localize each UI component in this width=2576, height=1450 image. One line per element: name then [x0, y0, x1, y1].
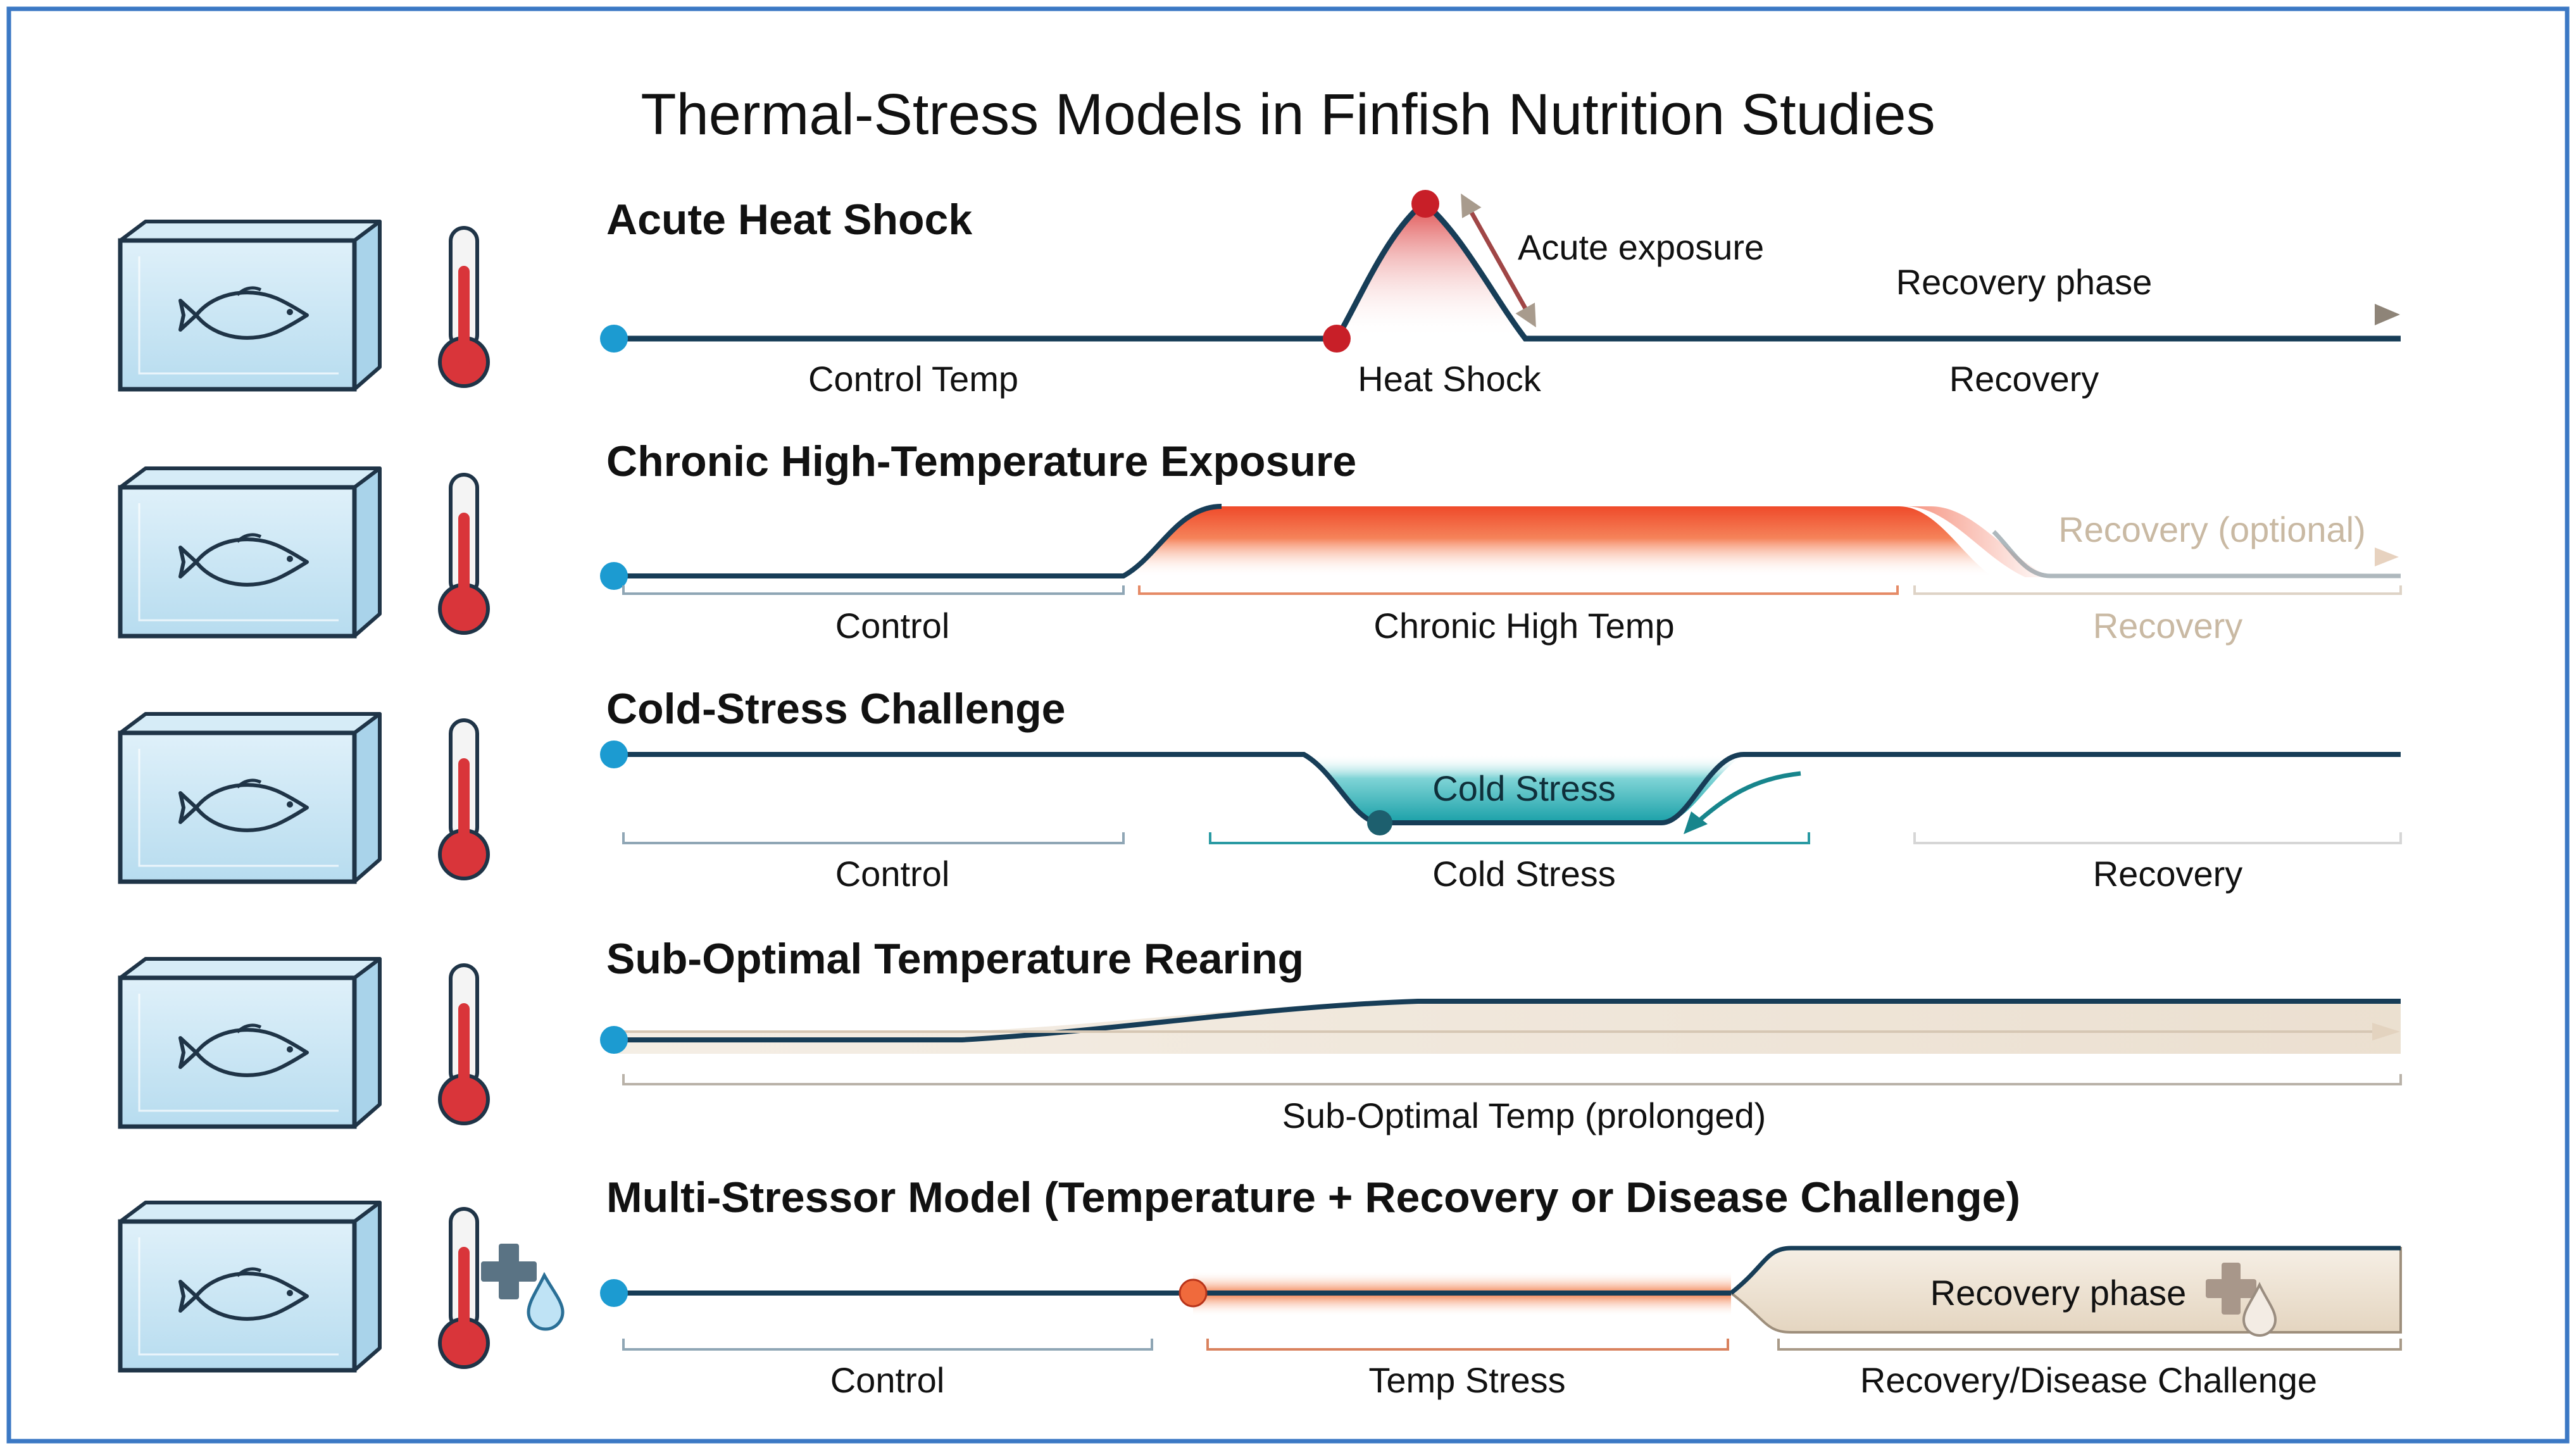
chronic-fade-tail: [1905, 506, 2051, 577]
aquarium-tank-with-fish-icon: [118, 220, 382, 392]
temperature-line: [614, 999, 2401, 1042]
baseline-arrowhead: [2372, 1023, 2400, 1041]
heat-shock-peak-point: [1411, 190, 1439, 218]
cold-return-arrowhead: [1684, 811, 1708, 834]
recovery-label: Recovery: [2093, 606, 2243, 646]
acute-exposure-arrow: [1461, 193, 1536, 328]
row-heading: Acute Heat Shock: [606, 196, 972, 244]
row-multi-stressor: Multi-Stressor Model (Temperature + Reco…: [600, 1173, 2402, 1400]
chronic-bracket: [1138, 585, 1899, 595]
start-point: [600, 325, 628, 353]
aquarium-tank-with-fish-icon: [118, 957, 382, 1129]
medical-cross-and-drop-icon: [481, 1244, 565, 1331]
icon-column: [118, 220, 565, 1373]
control-label: Control: [830, 1360, 945, 1400]
thermometer-icon: [438, 226, 490, 388]
recovery-phase-band-label: Recovery phase: [1930, 1273, 2187, 1313]
diagram-title: Thermal-Stress Models in Finfish Nutriti…: [641, 82, 1935, 147]
water-drop-icon: [2242, 1282, 2277, 1337]
temperature-line: [614, 504, 1222, 578]
acute-exposure-label: Acute exposure: [1518, 227, 1764, 267]
thermometer-icon: [438, 718, 490, 880]
temp-stress-start-point: [1179, 1278, 1208, 1308]
cold-stress-bracket: [1209, 832, 1810, 844]
heat-shock-start-point: [1323, 325, 1351, 353]
recovery-label: Recovery: [1949, 359, 2099, 399]
row-heading: Sub-Optimal Temperature Rearing: [606, 935, 1304, 983]
control-temp-label: Control Temp: [808, 359, 1018, 399]
control-bracket: [622, 1339, 1153, 1351]
aquarium-tank-with-fish-icon: [118, 1201, 382, 1373]
cold-return-arrow: [1691, 771, 1801, 828]
optional-recovery-arrowhead: [2375, 547, 2399, 566]
recovery-optional-label: Recovery (optional): [2058, 509, 2366, 549]
recovery-label: Recovery: [2093, 854, 2243, 894]
sub-optimal-prolonged-label: Sub-Optimal Temp (prolonged): [1282, 1096, 1766, 1135]
row-heading: Chronic High-Temperature Exposure: [606, 437, 1356, 485]
row-sub-optimal: Sub-Optimal Temperature Rearing Sub-Opti…: [600, 935, 2402, 1135]
row-heading: Multi-Stressor Model (Temperature + Reco…: [606, 1173, 2020, 1222]
start-point: [600, 1026, 628, 1054]
outer-border: [6, 6, 2570, 1444]
recovery-bracket: [1777, 1339, 2402, 1351]
cold-stress-point: [1367, 810, 1392, 835]
thermometer-icon: [438, 963, 490, 1125]
cold-stress-trough-label: Cold Stress: [1432, 768, 1615, 808]
cold-stress-label: Cold Stress: [1432, 854, 1615, 894]
recovery-band-top-line: [1729, 1246, 2401, 1295]
temperature-line: [614, 752, 2401, 825]
control-label: Control: [835, 854, 950, 894]
row-heading: Cold-Stress Challenge: [606, 685, 1066, 733]
recovery-phase-label: Recovery phase: [1896, 262, 2153, 302]
thermometer-icon: [438, 473, 490, 635]
medical-cross-icon: [2206, 1263, 2256, 1315]
start-point: [600, 1279, 628, 1307]
control-bracket: [622, 585, 1125, 595]
row-acute-heat-shock: Acute Heat Shock Acute exposure Recovery…: [600, 190, 2401, 399]
control-label: Control: [835, 606, 950, 646]
start-point: [600, 562, 628, 590]
temp-stress-label: Temp Stress: [1368, 1360, 1565, 1400]
recovery-bracket: [1913, 585, 2402, 595]
recovery-line-faded: [1992, 530, 2401, 578]
row-cold-stress: Cold-Stress Challenge Cold Stress Contro…: [600, 685, 2402, 894]
recovery-bracket: [1913, 832, 2402, 844]
row-chronic-high-temp: Chronic High-Temperature Exposure Recove…: [600, 437, 2402, 646]
recovery-phase-arrowhead: [2375, 304, 2400, 325]
heat-shock-label: Heat Shock: [1358, 359, 1541, 399]
control-bracket: [622, 832, 1125, 844]
recovery-disease-label: Recovery/Disease Challenge: [1860, 1360, 2317, 1400]
aquarium-tank-with-fish-icon: [118, 466, 382, 639]
chronic-high-temp-label: Chronic High Temp: [1373, 606, 1674, 646]
chronic-high-temp-fill: [1123, 506, 1994, 577]
prolonged-bracket: [622, 1074, 2402, 1085]
start-point: [600, 741, 628, 768]
sub-optimal-band: [614, 1001, 2401, 1054]
temp-stress-bracket: [1206, 1339, 1729, 1351]
thermometer-icon: [438, 1207, 490, 1369]
cold-stress-trough-fill: [1304, 754, 1744, 823]
aquarium-tank-with-fish-icon: [118, 712, 382, 884]
